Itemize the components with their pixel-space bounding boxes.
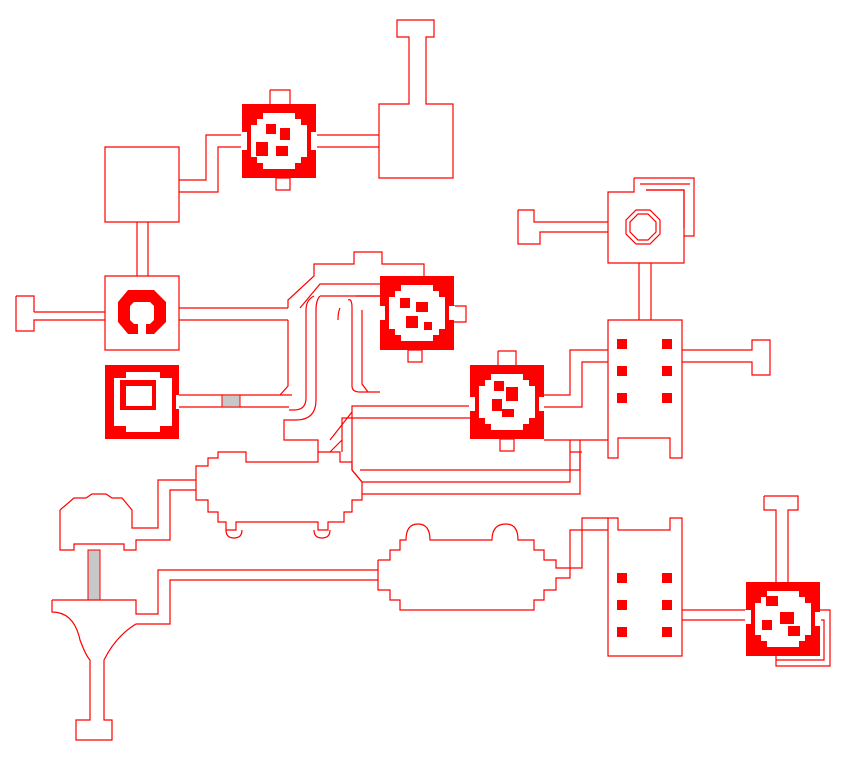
ornament-room-mid <box>379 276 467 363</box>
left-hook <box>15 295 105 332</box>
upper-left-link <box>179 134 244 193</box>
top-cluster <box>104 19 454 276</box>
upper-left-room <box>104 146 180 223</box>
left-center-link <box>179 307 288 321</box>
capsule-hall-upper <box>195 451 363 539</box>
upper-left-stem <box>136 222 149 276</box>
top-corridor-east <box>316 134 379 148</box>
top-right-tower <box>378 19 454 179</box>
ring-feature <box>118 290 166 334</box>
ornament-room-center <box>469 350 545 452</box>
right-upper <box>517 177 695 320</box>
gray-door-south <box>87 549 101 601</box>
center-corridors <box>279 251 470 453</box>
middle-corridors <box>351 412 581 495</box>
gray-door-east <box>221 394 241 408</box>
ornament-room-bottom <box>745 495 831 667</box>
octagon-feature <box>625 209 661 245</box>
capsule-hall-lower <box>377 517 608 611</box>
pillar-room-lower <box>607 517 746 657</box>
left-column <box>15 275 288 351</box>
left-bulbs <box>51 479 378 741</box>
left-center-room <box>104 275 180 351</box>
thick-wall-room <box>105 365 182 439</box>
pillar-room-upper <box>544 319 771 459</box>
ornament-room-top <box>241 89 317 191</box>
